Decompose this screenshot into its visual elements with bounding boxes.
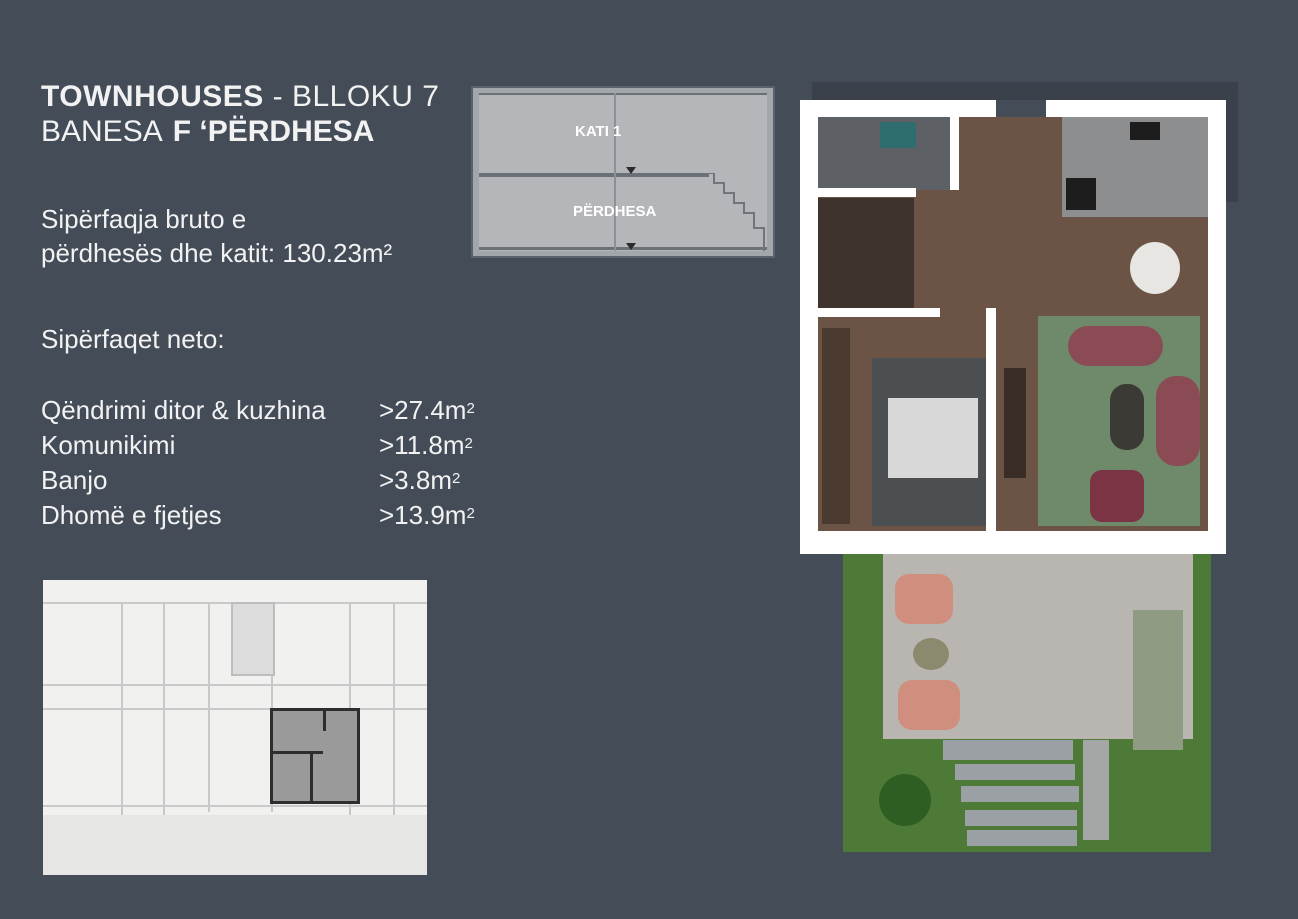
stepping-stone xyxy=(955,764,1075,780)
key-plan-line xyxy=(43,684,427,686)
title-bold: TOWNHOUSES xyxy=(41,80,264,113)
bed xyxy=(888,398,978,478)
tv-console xyxy=(1004,368,1026,478)
section-background: KATI 1 PËRDHESA xyxy=(479,93,767,251)
net-areas-label: Sipërfaqet neto: xyxy=(41,324,225,354)
section-axis-line xyxy=(614,93,616,251)
side-table xyxy=(913,638,949,670)
wardrobe xyxy=(822,328,850,524)
lounge-chair xyxy=(898,680,960,730)
basin xyxy=(880,122,916,148)
gravel-bed xyxy=(1133,610,1183,750)
garden xyxy=(843,554,1211,852)
interior-wall xyxy=(986,308,996,531)
section-label-upper: KATI 1 xyxy=(575,123,622,140)
room-name: Dhomë e fjetjes xyxy=(41,500,222,530)
sofa xyxy=(1068,326,1163,366)
floor-plan xyxy=(800,100,1226,554)
stepping-stone xyxy=(967,830,1077,846)
gravel-path xyxy=(1083,740,1109,840)
coffee-table xyxy=(1110,384,1144,450)
armchair xyxy=(1090,470,1144,522)
interior-wall xyxy=(950,117,959,190)
floor-slab xyxy=(479,173,709,177)
key-plan-line xyxy=(208,602,210,812)
level-marker-icon xyxy=(626,243,636,250)
key-plan xyxy=(43,580,427,875)
level-marker-icon xyxy=(626,167,636,174)
entrance-gap xyxy=(996,100,1044,117)
page-subtitle: BANESA F ‘PËRDHESA xyxy=(41,115,374,149)
subtitle-bold: F ‘PËRDHESA xyxy=(172,115,375,148)
stepping-stone xyxy=(965,810,1077,826)
key-plan-stair-core xyxy=(231,602,275,676)
staircase xyxy=(818,198,914,308)
key-plan-line xyxy=(43,708,427,710)
stepping-stone xyxy=(961,786,1079,802)
sink xyxy=(1130,122,1160,140)
roof-slab xyxy=(479,93,767,95)
ground-slab xyxy=(479,247,767,250)
shrub xyxy=(879,774,931,826)
title-rest: - BLLOKU 7 xyxy=(272,80,440,113)
lounge-chair xyxy=(895,574,953,624)
key-plan-line xyxy=(163,602,165,875)
room-name: Komunikimi xyxy=(41,430,176,460)
interior-wall xyxy=(818,188,916,197)
room-area-unit: 2 xyxy=(466,400,475,417)
building-section-diagram: KATI 1 PËRDHESA xyxy=(471,86,775,258)
room-row: Dhomë e fjetjes >13.9m2 xyxy=(41,498,501,533)
cooktop xyxy=(1066,178,1096,210)
room-area: >13.9m xyxy=(379,500,467,530)
key-plan-line xyxy=(393,602,395,875)
room-area-unit: 2 xyxy=(464,435,473,452)
key-plan-line xyxy=(43,805,427,807)
page-title: TOWNHOUSES - BLLOKU 7 xyxy=(41,80,439,114)
room-area-unit: 2 xyxy=(466,505,475,522)
key-plan-line xyxy=(121,602,123,875)
room-area: >11.8m xyxy=(379,430,465,460)
room-area-unit: 2 xyxy=(452,470,461,487)
room-name: Qëndrimi ditor & kuzhina xyxy=(41,395,326,425)
sofa xyxy=(1156,376,1200,466)
room-name: Banjo xyxy=(41,465,108,495)
stepping-stone xyxy=(943,740,1073,760)
room-area: >3.8m xyxy=(379,465,452,495)
gross-area: Sipërfaqja bruto e përdhesës dhe katit: … xyxy=(41,202,392,270)
room-area: >27.4m xyxy=(379,395,467,425)
section-label-lower: PËRDHESA xyxy=(573,203,657,220)
key-plan-street xyxy=(43,815,427,875)
highlighted-unit xyxy=(270,708,360,804)
key-plan-line xyxy=(271,602,273,812)
room-row: Komunikimi >11.8m2 xyxy=(41,428,501,463)
interior-wall xyxy=(818,308,940,317)
dining-table xyxy=(1130,242,1180,294)
stair-icon xyxy=(704,173,765,251)
room-areas-list: Qëndrimi ditor & kuzhina >27.4m2 Komunik… xyxy=(41,393,501,533)
room-row: Banjo >3.8m2 xyxy=(41,463,501,498)
gross-area-line1: Sipërfaqja bruto e xyxy=(41,204,247,234)
gross-area-line2: përdhesës dhe katit: 130.23m² xyxy=(41,238,393,268)
room-row: Qëndrimi ditor & kuzhina >27.4m2 xyxy=(41,393,501,428)
subtitle-prefix: BANESA xyxy=(41,115,163,148)
